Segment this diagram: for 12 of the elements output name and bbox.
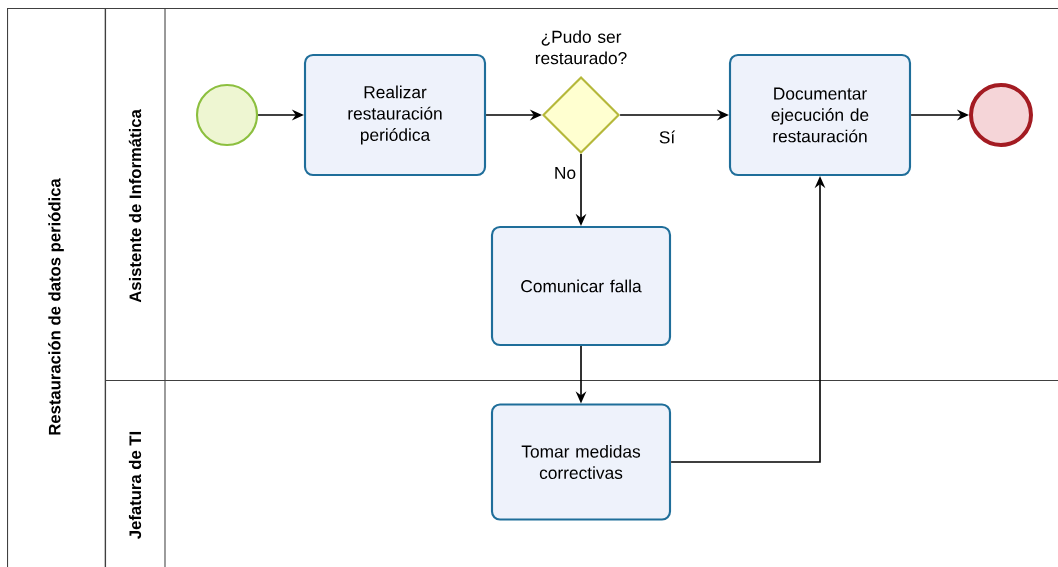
- pool-label: Restauración de datos periódica: [48, 178, 64, 435]
- question-label: ¿Pudo ser restaurado?: [535, 30, 627, 65]
- edge-label: Sí: [657, 129, 677, 145]
- lane-label: Jefatura de TI: [128, 431, 142, 539]
- start-event-circle: [195, 83, 259, 147]
- task-box: Tomar medidas correctivas: [490, 403, 672, 521]
- end-event-circle: [969, 83, 1033, 147]
- task-box: Realizar restauración periódica: [303, 53, 487, 177]
- task-box: Comunicar falla: [490, 225, 672, 347]
- edge-label: No: [552, 165, 578, 181]
- task-box: Documentar ejecución de restauración: [728, 53, 912, 177]
- lane-label: Asistente de Informática: [128, 109, 142, 303]
